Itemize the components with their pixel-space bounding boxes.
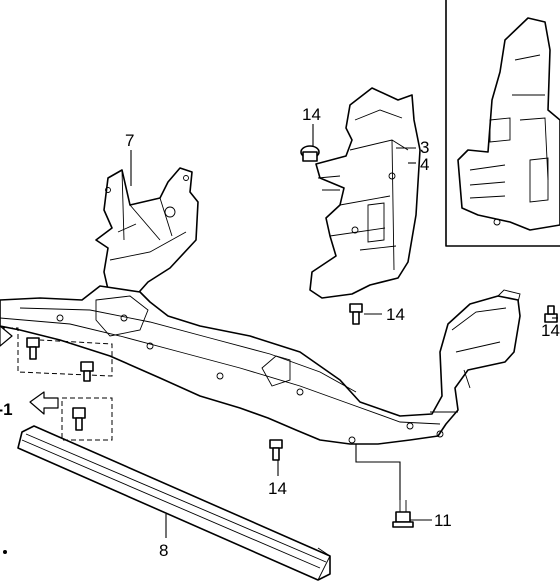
callout-part-14-top: 14 [302,105,321,124]
reference-label: 6-1 [0,400,13,419]
fastener-clip-14-mid [349,303,363,325]
bullet-dot [3,550,7,554]
bracket-part-3-4 [309,87,421,299]
left-fastener-group [0,325,113,441]
callout-part-14-right: 14 [541,321,560,340]
callout-part-7: 7 [125,131,134,150]
callout-part-14-mid: 14 [386,305,405,324]
callout-part-11: 11 [434,511,452,530]
inset-bracket-part [457,17,560,231]
fastener-bolt-11 [392,500,414,528]
callout-part-14-bottom: 14 [268,479,287,498]
fastener-clip-left-1 [26,337,40,360]
bracket-part-7 [95,167,199,301]
fastener-clip-14-right [544,305,558,323]
inset-detail-box [445,0,560,247]
fastener-clip-14-bottom [269,439,283,461]
leader-lines [130,124,558,538]
fastener-clip-left-3 [72,407,86,431]
callout-part-3: 3 [420,138,429,157]
fastener-clip-left-2 [80,361,94,382]
fastener-clip-14-top [300,145,320,162]
callout-part-4: 4 [420,155,429,174]
strip-part-8 [17,425,331,581]
callout-part-8: 8 [159,541,168,560]
main-undercover [0,285,521,445]
